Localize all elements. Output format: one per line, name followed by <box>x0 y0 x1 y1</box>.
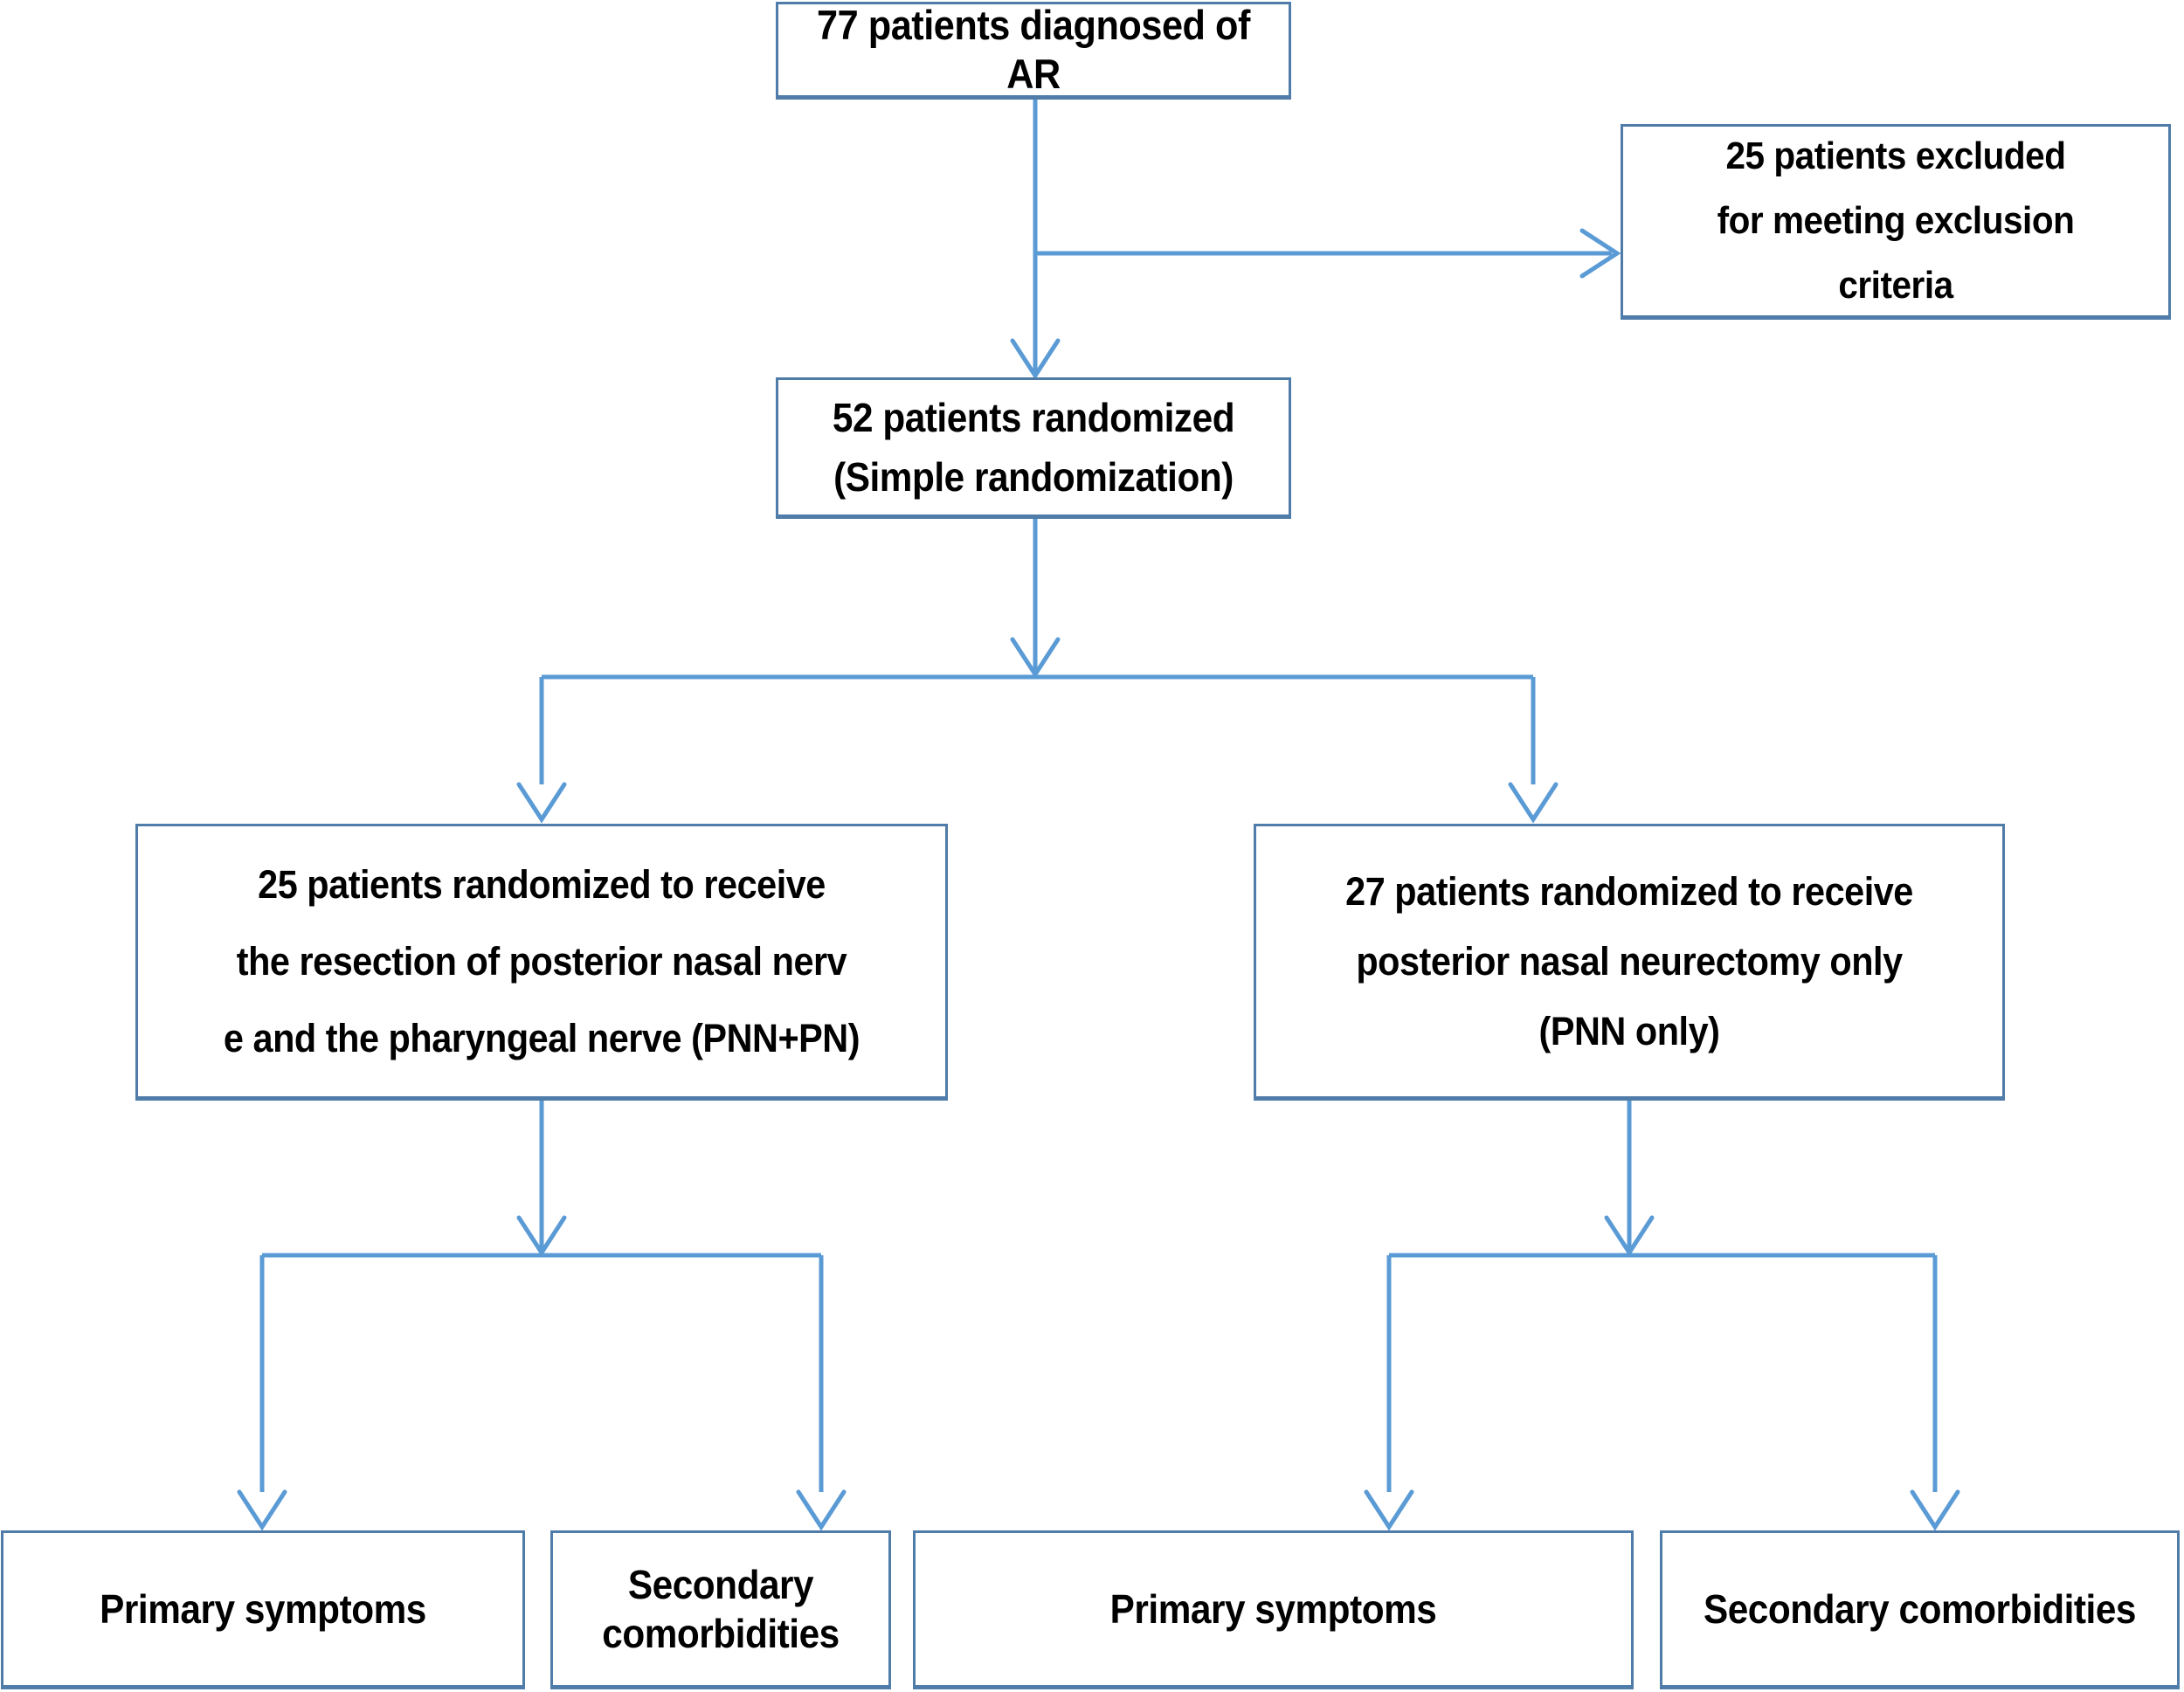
connector-arm-left-fork <box>239 1099 844 1527</box>
node-enrolled-patients[interactable]: 77 patients diagnosed of AR <box>776 2 1291 98</box>
connector-arm-right-fork <box>1366 1099 1958 1527</box>
node-outcome-left-primary-label: Primary symptoms <box>100 1586 426 1632</box>
connector-enrolled-to-randomized <box>1013 98 1058 376</box>
node-excluded-patients[interactable]: 25 patients excluded for meeting exclusi… <box>1621 124 2171 318</box>
node-outcome-right-primary-label: Primary symptoms <box>1109 1586 1437 1632</box>
node-outcome-right-primary[interactable]: Primary symptoms <box>913 1530 1634 1688</box>
node-arm-pnn-only[interactable]: 27 patients randomized to receive poster… <box>1254 824 2005 1099</box>
node-arm-right-label: 27 patients randomized to receive poster… <box>1345 868 1913 1053</box>
connector-enrolled-to-excluded <box>1035 231 1617 276</box>
node-outcome-left-secondary[interactable]: Secondary comorbidities <box>550 1530 891 1688</box>
node-excluded-label: 25 patients excluded for meeting exclusi… <box>1717 135 2075 307</box>
node-arm-left-label: 25 patients randomized to receive the re… <box>223 861 860 1060</box>
node-outcome-left-secondary-label: Secondary comorbidities <box>602 1562 840 1656</box>
node-outcome-right-secondary-label: Secondary comorbidities <box>1703 1586 2137 1632</box>
connector-randomized-fork <box>519 517 1556 819</box>
node-enrolled-label: 77 patients diagnosed of AR <box>817 2 1250 97</box>
node-randomized-label: 52 patients randomized (Simple randomiza… <box>832 395 1235 500</box>
node-outcome-left-primary[interactable]: Primary symptoms <box>1 1530 525 1688</box>
node-outcome-right-secondary[interactable]: Secondary comorbidities <box>1660 1530 2180 1688</box>
node-randomized-patients[interactable]: 52 patients randomized (Simple randomiza… <box>776 377 1291 517</box>
node-arm-pnn-pn[interactable]: 25 patients randomized to receive the re… <box>135 824 948 1099</box>
